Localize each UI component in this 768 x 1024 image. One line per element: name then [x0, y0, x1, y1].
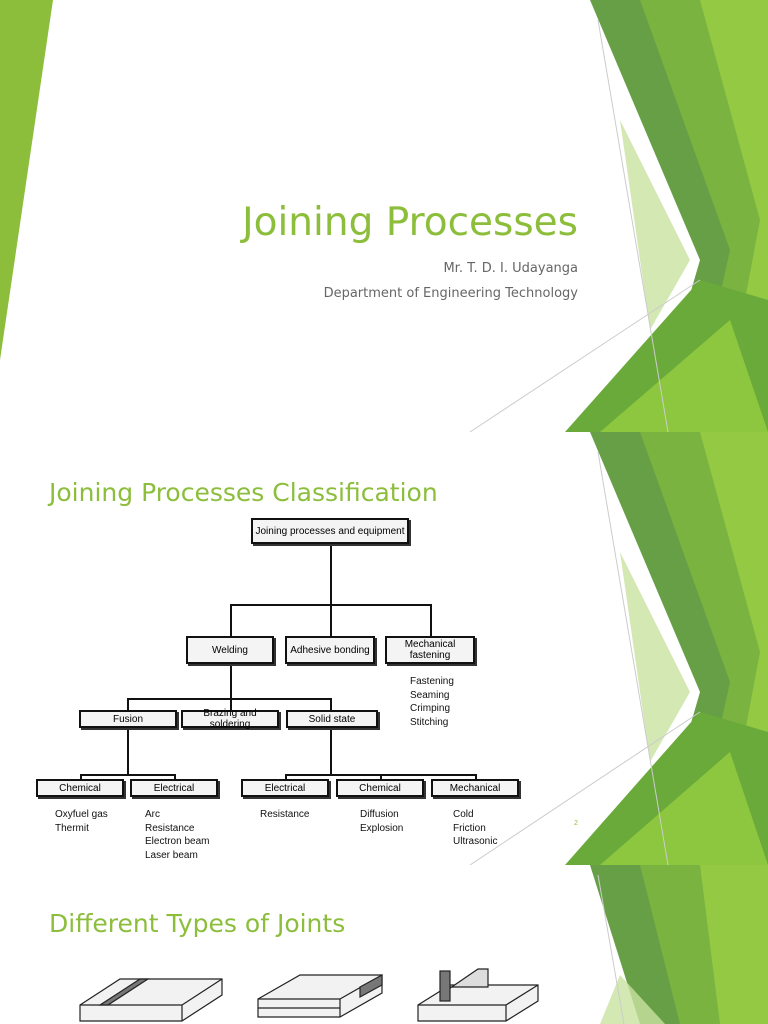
- mechanical-fastening-node: Mechanical fastening: [385, 636, 475, 664]
- slide-title: Joining Processes Mr. T. D. I. Udayanga …: [0, 0, 768, 432]
- solid-mechanical-items: Cold Friction Ultrasonic: [453, 809, 498, 847]
- solid-state-node: Solid state: [286, 710, 378, 728]
- fusion-chemical-items: Oxyfuel gas Thermit: [55, 809, 108, 834]
- welding-node: Welding: [186, 636, 274, 664]
- lap-joint-illustration: [257, 973, 383, 1018]
- solid-electrical-items: Resistance: [260, 809, 310, 820]
- joint-illustrations: [79, 968, 539, 1022]
- fusion-electrical-items: Arc Resistance Electron beam Laser beam: [145, 809, 210, 861]
- slide-joint-types: Different Types of Joints: [0, 865, 768, 1024]
- slide-classification: Joining Processes Classification 2 Joini…: [0, 432, 768, 865]
- right-green-decoration: [469, 432, 768, 865]
- left-green-decoration: [0, 0, 768, 432]
- classification-diagram: Joining processes and equipment Welding …: [0, 432, 560, 865]
- department-name: Department of Engineering Technology: [323, 286, 578, 301]
- root-node: Joining processes and equipment: [251, 518, 409, 544]
- solid-chemical-items: Diffusion Explosion: [360, 809, 404, 834]
- adhesive-bonding-node: Adhesive bonding: [285, 636, 375, 664]
- brazing-node: Brazing and soldering: [181, 708, 279, 730]
- presentation-title: Joining Processes: [242, 200, 578, 245]
- mechanical-items: Fastening Seaming Crimping Stitching: [410, 676, 454, 728]
- solid-mechanical-node: Mechanical: [431, 779, 519, 797]
- solid-electrical-node: Electrical: [241, 779, 329, 797]
- fusion-chemical-node: Chemical: [36, 779, 124, 797]
- slide-title-classification: Joining Processes Classification: [49, 478, 438, 507]
- slide-title-joints: Different Types of Joints: [49, 909, 346, 938]
- author-name: Mr. T. D. I. Udayanga: [443, 261, 578, 276]
- fusion-node: Fusion: [79, 710, 177, 728]
- page-number: 2: [574, 820, 578, 827]
- tee-joint-illustration: [417, 968, 539, 1022]
- butt-joint-illustration: [79, 978, 223, 1022]
- solid-chemical-node: Chemical: [336, 779, 424, 797]
- right-green-decoration: [590, 865, 768, 1024]
- fusion-electrical-node: Electrical: [130, 779, 218, 797]
